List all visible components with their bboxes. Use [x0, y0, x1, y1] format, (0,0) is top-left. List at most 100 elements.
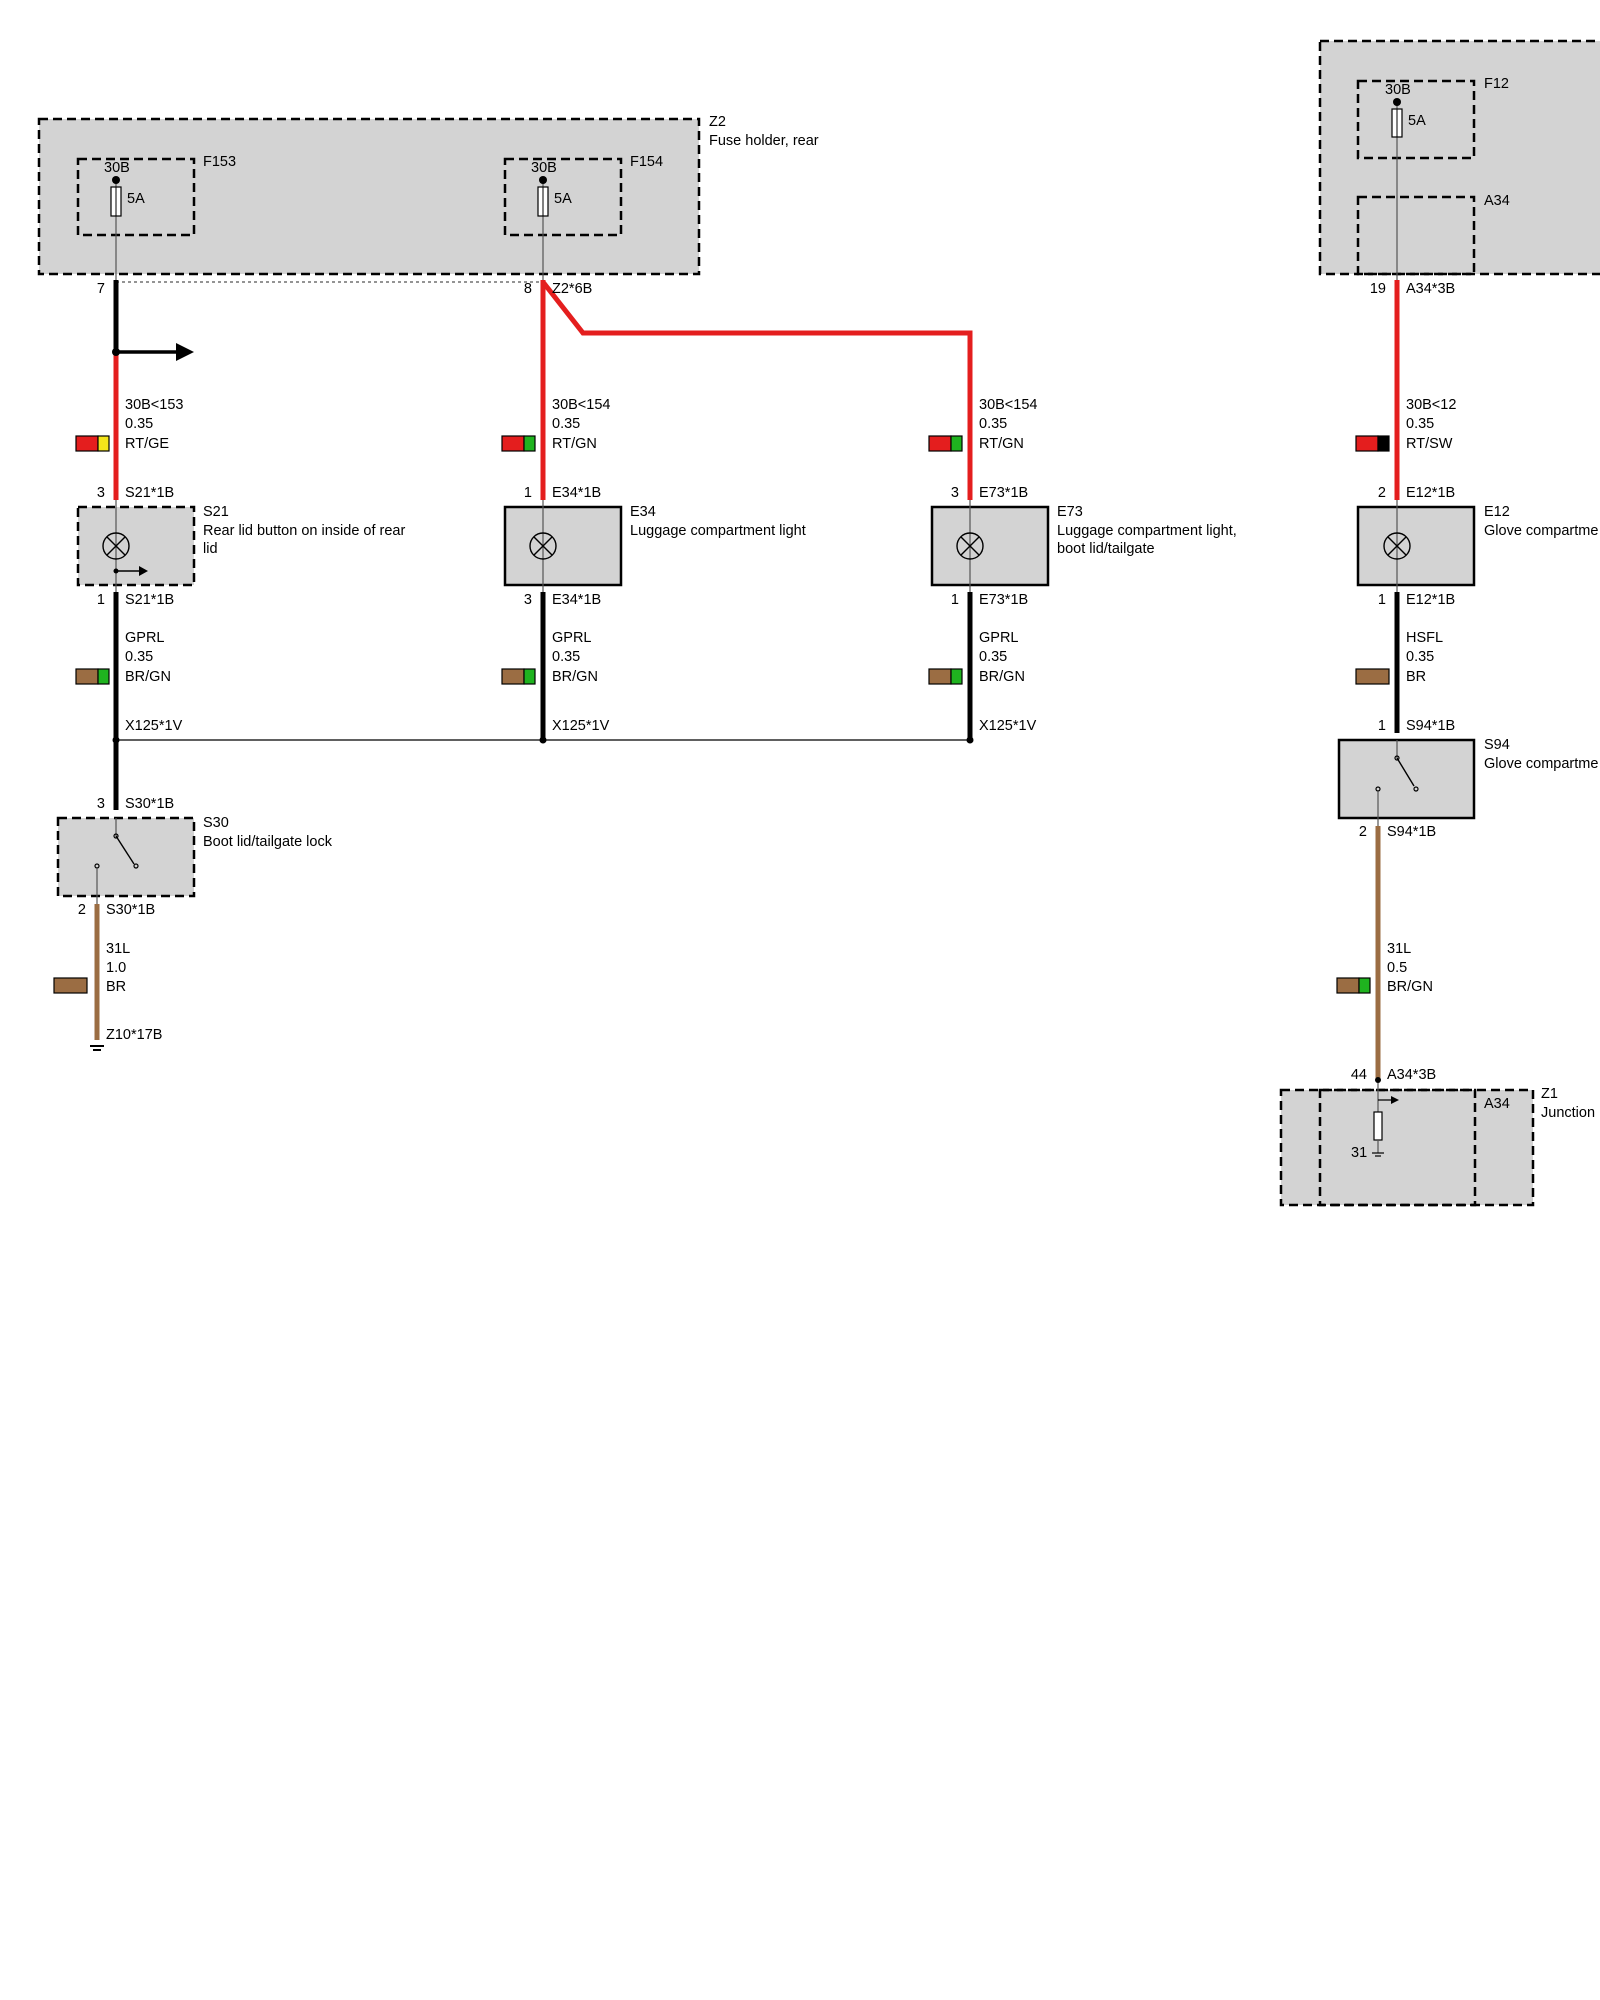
wire-gauge: 0.35 [125, 416, 153, 432]
pin-connector: S30*1B [125, 796, 174, 812]
junction-dot [539, 736, 547, 744]
arrow-right-icon [176, 343, 194, 361]
s21-name: Rear lid button on inside of rear [203, 523, 405, 539]
wire-signal: 31L [1387, 941, 1411, 957]
pin-connector: A34*3B [1387, 1067, 1436, 1083]
wire-signal: 30B<154 [979, 397, 1037, 413]
pin-connector: E73*1B [979, 485, 1028, 501]
s94-box [1337, 738, 1476, 820]
s94-code: S94 [1484, 737, 1510, 753]
swatch-br-gn [928, 668, 963, 685]
wire-gauge: 0.35 [979, 416, 1007, 432]
wire-gauge: 0.35 [1406, 416, 1434, 432]
wires [90, 280, 1400, 1083]
pin-connector: S94*1B [1406, 718, 1455, 734]
pin-connector: E12*1B [1406, 592, 1455, 608]
splice-label: X125*1V [552, 718, 610, 734]
lamp-icon [102, 532, 130, 560]
pin-connector: E73*1B [979, 592, 1028, 608]
swatch-br [53, 977, 88, 994]
swatch-br-gn [75, 668, 110, 685]
z2-fuse-holder [37, 117, 701, 276]
swatch-rt-sw [1355, 435, 1390, 452]
junction-dot [1375, 1077, 1381, 1083]
f154-fuse-box [503, 157, 623, 237]
pin-connector: Z2*6B [552, 281, 592, 297]
pin-connector: S21*1B [125, 592, 174, 608]
splice-label: X125*1V [125, 718, 183, 734]
wire-30b-154-branch [541, 280, 973, 500]
pin-number: 1 [1378, 592, 1386, 608]
pin-number: 2 [1359, 824, 1367, 840]
pin-number: 3 [524, 592, 532, 608]
wire-color: BR/GN [552, 669, 598, 685]
wire-color: RT/GN [979, 436, 1024, 452]
z2-name: Fuse holder, rear [709, 133, 819, 149]
s30-name: Boot lid/tailgate lock [203, 834, 333, 850]
pin-number: 2 [1378, 485, 1386, 501]
pin-connector: S94*1B [1387, 824, 1436, 840]
e73-box [930, 505, 1050, 587]
pin-connector: E34*1B [552, 485, 601, 501]
wire-color: RT/SW [1406, 436, 1453, 452]
s94-name: Glove compartme [1484, 756, 1598, 772]
pin-number: 2 [78, 902, 86, 918]
swatch-br-gn [1336, 977, 1371, 994]
z1-inner-code: A34 [1484, 1096, 1510, 1112]
wire-gauge: 0.35 [552, 416, 580, 432]
junction-dot [966, 736, 974, 744]
wire-gauge: 0.35 [125, 649, 153, 665]
pin-number: 3 [951, 485, 959, 501]
e34-code: E34 [630, 504, 656, 520]
wire-gauge: 0.5 [1387, 960, 1407, 976]
z1-name: Junction [1541, 1105, 1595, 1121]
swatch-rt-ge [75, 435, 110, 452]
pin-connector: E34*1B [552, 592, 601, 608]
lamp-icon [956, 532, 984, 560]
f12-rating: 5A [1408, 113, 1426, 129]
swatch-rt-gn [501, 435, 536, 452]
pin-number: 7 [97, 281, 105, 297]
a34-top-code: A34 [1484, 193, 1510, 209]
a34-bottom-inner-box [1318, 1088, 1477, 1207]
f153-fuse-box [76, 157, 196, 237]
f153-terminal: 30B [104, 160, 130, 176]
junction-dot [112, 348, 120, 356]
switch-icon [94, 818, 139, 904]
wire-color: BR/GN [125, 669, 171, 685]
wire-gauge: 0.35 [552, 649, 580, 665]
wire-signal: 31L [106, 941, 130, 957]
a34-top-inner-box [1356, 195, 1476, 276]
pin-connector: E12*1B [1406, 485, 1455, 501]
wire-color: BR [106, 979, 126, 995]
e73-name: Luggage compartment light, [1057, 523, 1237, 539]
wire-signal: HSFL [1406, 630, 1443, 646]
s21-box [76, 505, 196, 587]
e73-name: boot lid/tailgate [1057, 541, 1155, 557]
swatch-rt-gn [928, 435, 963, 452]
pin-connector: A34*3B [1406, 281, 1455, 297]
wire-gauge: 0.35 [979, 649, 1007, 665]
pin-number: 3 [97, 796, 105, 812]
f153-rating: 5A [127, 191, 145, 207]
wire-signal: 30B<12 [1406, 397, 1456, 413]
wire-color: BR/GN [1387, 979, 1433, 995]
s21-name: lid [203, 541, 218, 557]
wire-color: RT/GN [552, 436, 597, 452]
s30-box [56, 816, 196, 898]
pin-number: 1 [97, 592, 105, 608]
lamp-icon [1383, 532, 1411, 560]
e34-box [503, 505, 623, 587]
z1-junction-box [1279, 1088, 1535, 1207]
f12-terminal: 30B [1385, 82, 1411, 98]
pin-connector: S21*1B [125, 485, 174, 501]
wire-gauge: 1.0 [106, 960, 126, 976]
pin-number: 1 [1378, 718, 1386, 734]
f12-fuse-box [1356, 79, 1476, 160]
f154-rating: 5A [554, 191, 572, 207]
a34-top-module [1318, 39, 1600, 276]
wire-signal: GPRL [125, 630, 165, 646]
pin-number: 1 [524, 485, 532, 501]
splice-label: X125*1V [979, 718, 1037, 734]
